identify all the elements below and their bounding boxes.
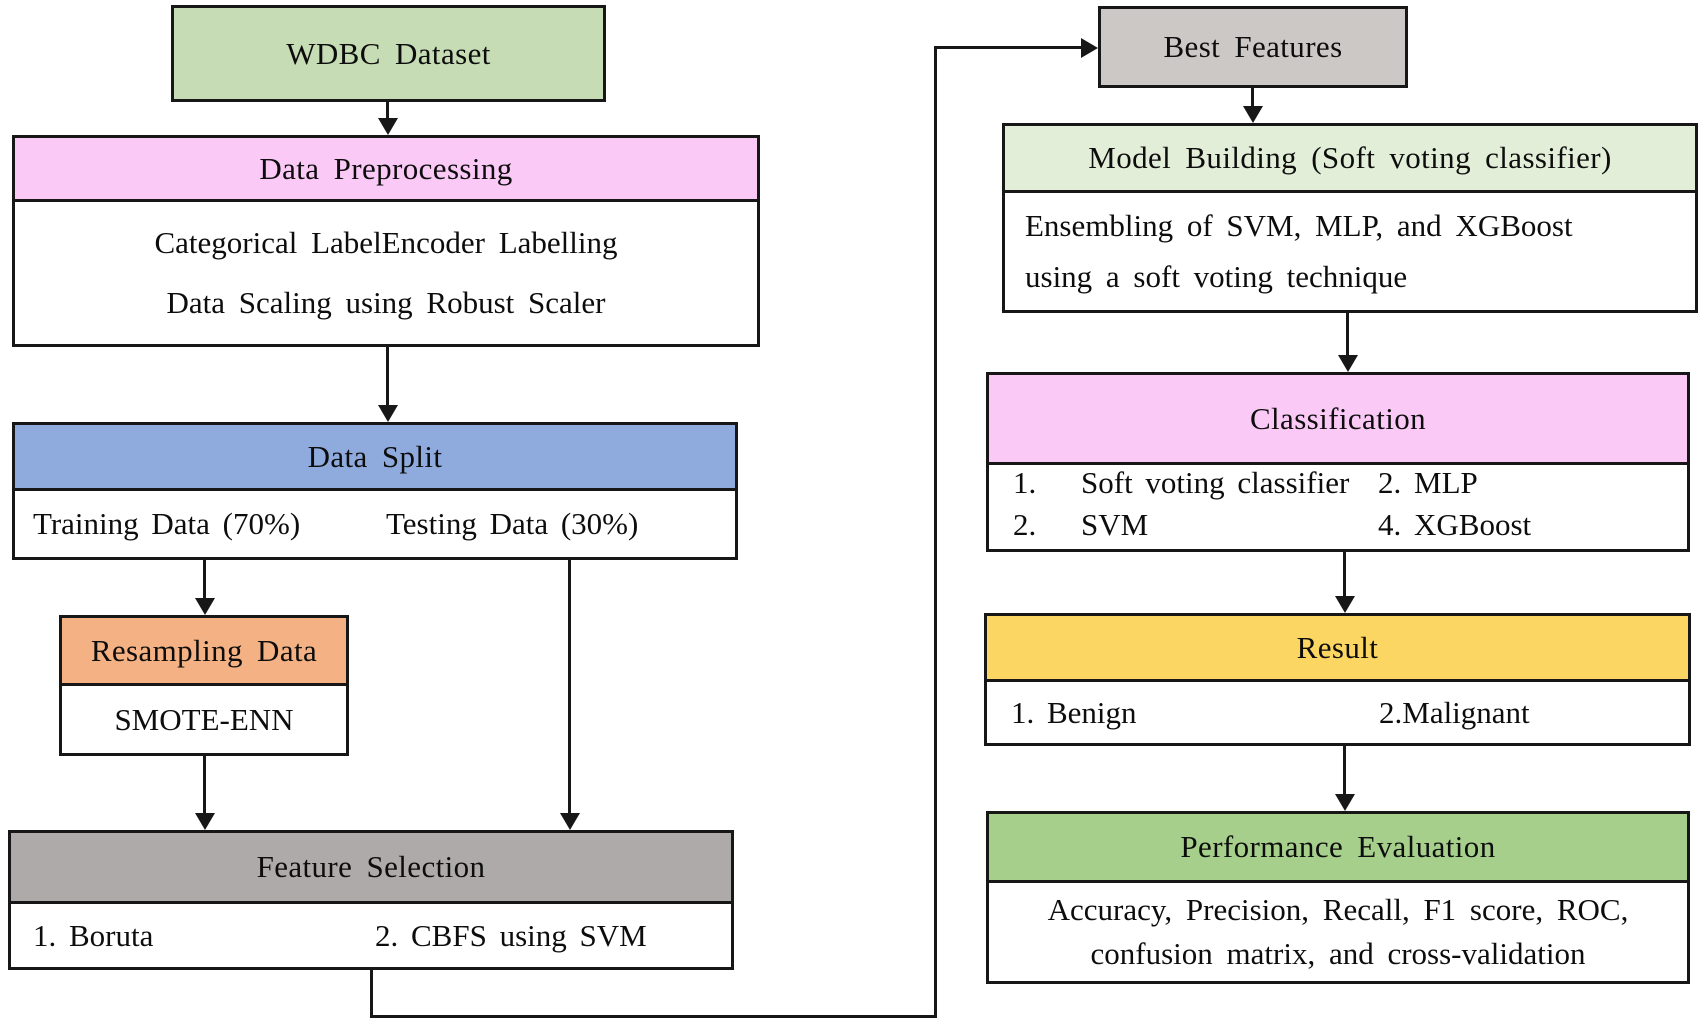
cbfs-label: 2. CBFS using SVM <box>375 917 647 953</box>
wdbc-dataset-title: WDBC Dataset <box>286 35 491 71</box>
performance-evaluation-body: Accuracy, Precision, Recall, F1 score, R… <box>989 883 1687 981</box>
arrow-result-to-performance-head <box>1335 794 1355 811</box>
model-building-body: Ensembling of SVM, MLP, and XGBoost usin… <box>1005 193 1695 310</box>
arrow-bestfeatures-to-modelbuilding-head <box>1243 106 1263 123</box>
best-features-title: Best Features <box>1163 29 1343 64</box>
classification-row-1: 1. Soft voting classifier 2. MLP <box>989 465 1687 507</box>
resampling-data-body: SMOTE-ENN <box>62 686 346 753</box>
performance-line-2: confusion matrix, and cross-validation <box>1090 936 1586 972</box>
arrow-datasplit-to-resampling-head <box>195 598 215 615</box>
data-split-body: Training Data (70%) Testing Data (30%) <box>15 491 735 557</box>
model-building-line-1: Ensembling of SVM, MLP, and XGBoost <box>1025 208 1573 243</box>
malignant-label: 2.Malignant <box>1379 694 1530 730</box>
classifier-3-label: SVM <box>1081 507 1149 542</box>
arrow-testing-to-featuresel-line <box>568 560 571 815</box>
preprocessing-line-2: Data Scaling using Robust Scaler <box>166 284 606 320</box>
model-building-line-2: using a soft voting technique <box>1025 259 1408 294</box>
data-split-box: Data Split Training Data (70%) Testing D… <box>12 422 738 560</box>
result-body: 1. Benign 2.Malignant <box>987 682 1688 743</box>
arrow-wdbc-to-preprocessing-head <box>378 118 398 135</box>
classification-body: 1. Soft voting classifier 2. MLP 2. SVM … <box>989 465 1687 549</box>
arrow-datasplit-to-resampling-line <box>203 560 206 600</box>
boruta-label: 1. Boruta <box>33 917 154 953</box>
classifier-4-label: 4. XGBoost <box>1378 507 1532 542</box>
connector-bottom-segment <box>370 1015 937 1018</box>
training-data-label: Training Data (70%) <box>33 506 301 541</box>
data-preprocessing-box: Data Preprocessing Categorical LabelEnco… <box>12 135 760 347</box>
feature-selection-box: Feature Selection 1. Boruta 2. CBFS usin… <box>8 830 734 970</box>
arrow-wdbc-to-preprocessing-line <box>386 101 389 123</box>
arrow-resampling-to-featuresel-head <box>195 813 215 830</box>
benign-label: 1. Benign <box>1011 694 1137 730</box>
arrow-resampling-to-featuresel-line <box>203 756 206 815</box>
arrow-preprocessing-to-datasplit-head <box>378 405 398 422</box>
arrow-modelbuilding-to-classification-head <box>1338 355 1358 372</box>
arrow-testing-to-featuresel-head <box>560 813 580 830</box>
arrow-preprocessing-to-datasplit-line <box>386 347 389 407</box>
feature-selection-body: 1. Boruta 2. CBFS using SVM <box>11 904 731 967</box>
data-split-title: Data Split <box>15 425 735 491</box>
result-title: Result <box>987 616 1688 682</box>
connector-to-bestfeatures-head <box>1081 38 1098 58</box>
classifier-3-number: 2. <box>1013 507 1037 542</box>
model-building-box: Model Building (Soft voting classifier) … <box>1002 123 1698 313</box>
performance-evaluation-title: Performance Evaluation <box>989 814 1687 883</box>
data-preprocessing-title: Data Preprocessing <box>15 138 757 202</box>
wdbc-dataset-box: WDBC Dataset <box>171 5 606 102</box>
performance-line-1: Accuracy, Precision, Recall, F1 score, R… <box>1047 891 1629 927</box>
arrow-classification-to-result-head <box>1335 596 1355 613</box>
arrow-modelbuilding-to-classification-line <box>1346 313 1349 358</box>
smote-enn-label: SMOTE-ENN <box>114 701 294 737</box>
arrow-bestfeatures-to-modelbuilding-line <box>1251 88 1254 110</box>
classification-title: Classification <box>989 375 1687 465</box>
performance-evaluation-box: Performance Evaluation Accuracy, Precisi… <box>986 811 1690 984</box>
classification-box: Classification 1. Soft voting classifier… <box>986 372 1690 552</box>
arrow-classification-to-result-line <box>1343 552 1346 598</box>
testing-data-label: Testing Data (30%) <box>386 506 639 541</box>
preprocessing-line-1: Categorical LabelEncoder Labelling <box>154 225 618 261</box>
classifier-1-number: 1. <box>1013 465 1037 500</box>
data-preprocessing-body: Categorical LabelEncoder Labelling Data … <box>15 202 757 344</box>
classifier-2-label: 2. MLP <box>1378 465 1478 500</box>
arrow-result-to-performance-line <box>1343 746 1346 796</box>
best-features-box: Best Features <box>1098 6 1408 88</box>
classifier-1-label: Soft voting classifier <box>1081 465 1350 500</box>
feature-selection-title: Feature Selection <box>11 833 731 904</box>
resampling-data-title: Resampling Data <box>62 618 346 686</box>
connector-featuresel-down-segment <box>370 970 373 1018</box>
connector-up-segment <box>934 46 937 1018</box>
result-box: Result 1. Benign 2.Malignant <box>984 613 1691 746</box>
connector-top-segment <box>934 46 1082 49</box>
classification-row-2: 2. SVM 4. XGBoost <box>989 507 1687 549</box>
model-building-title: Model Building (Soft voting classifier) <box>1005 126 1695 193</box>
resampling-data-box: Resampling Data SMOTE-ENN <box>59 615 349 756</box>
